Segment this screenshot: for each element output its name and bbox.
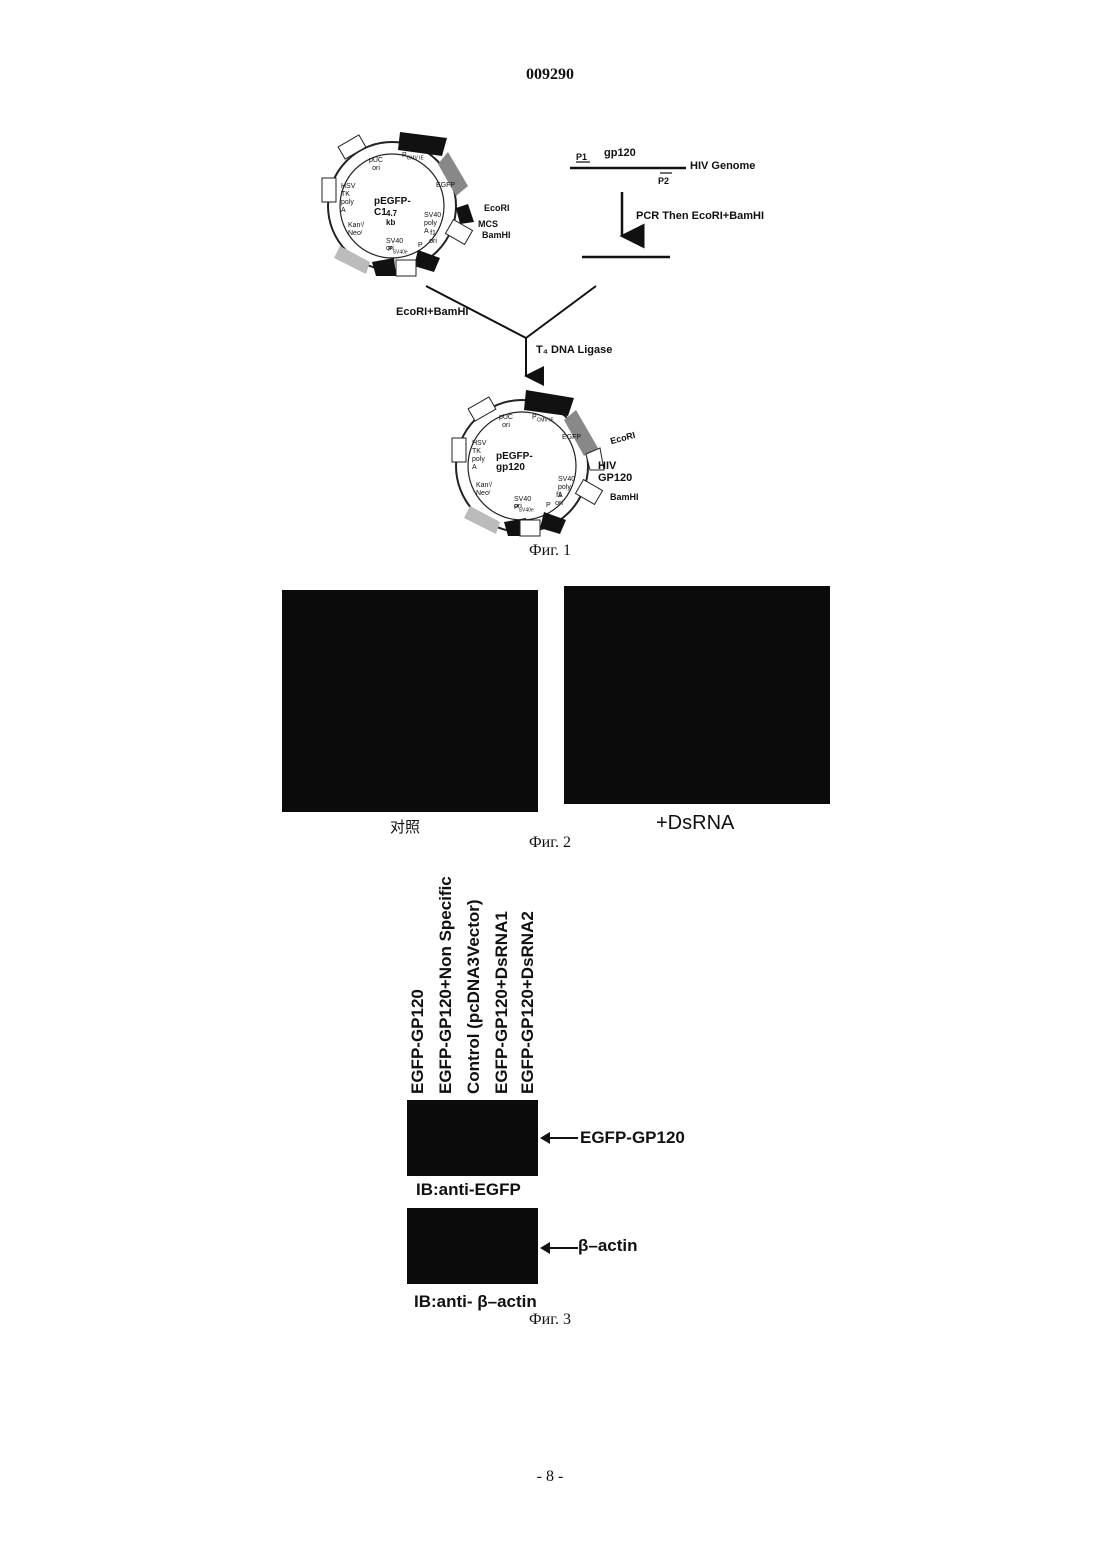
label-f1: f1 <box>430 230 436 237</box>
label2-bamhi: BamHI <box>610 492 639 502</box>
blot-egfp-gp120 <box>407 1100 538 1176</box>
primer-p2: P2 <box>658 176 669 186</box>
label-psv40-sub: SV40 <box>393 249 405 255</box>
label2-kan: Kanʳ/ <box>476 482 492 489</box>
plasmid-2-name: pEGFP-gp120 <box>496 451 533 473</box>
label2-pcmv-sub: CMV IE <box>537 417 554 423</box>
lane-label-4: EGFP-GP120+DsRNA1 <box>492 911 512 1094</box>
label-bamhi: BamHI <box>482 230 511 240</box>
label-f1-ori: ori <box>429 238 437 245</box>
blot-label-anti-beta-actin: IB:anti- β–actin <box>414 1292 537 1312</box>
label-hsv: HSV TK <box>341 183 355 198</box>
ligase-label: T₄ DNA Ligase <box>536 344 612 356</box>
label-psv40-e: e <box>405 249 408 255</box>
kan-segment <box>372 258 396 276</box>
label2-p: P <box>546 502 551 509</box>
egfp2-segment <box>564 410 598 456</box>
micrograph-dsrna <box>564 586 830 804</box>
lane-label-2: EGFP-GP120+Non Specific <box>436 876 456 1094</box>
pcmv2-segment <box>524 390 574 416</box>
arrow-left-icon <box>540 1240 580 1256</box>
page-number: - 8 - <box>0 1468 1100 1486</box>
label2-puc: pUC <box>499 414 513 421</box>
blot-beta-actin <box>407 1208 538 1284</box>
label-p: P <box>418 242 423 249</box>
label2-ori: ori <box>502 422 510 429</box>
label2-psv40-sub: SV40 <box>519 507 531 513</box>
egfp-segment <box>438 152 468 196</box>
label2-f1: f1 <box>556 492 562 499</box>
lane-label-1: EGFP-GP120 <box>408 989 428 1094</box>
primer-p1: P1 <box>576 152 587 162</box>
micrograph-control <box>282 590 538 812</box>
label-puc: pUC <box>369 157 383 164</box>
band-label-beta-actin: β–actin <box>578 1236 638 1256</box>
lane-label-3: Control (pcDNA3Vector) <box>464 899 484 1094</box>
mcs-segment <box>456 204 474 224</box>
figure-2-caption: Фиг. 2 <box>0 834 1100 852</box>
label2-f1-ori: ori <box>555 500 563 507</box>
plasmid-1-size: 4.7 kb <box>386 209 397 227</box>
arrow-left-icon <box>540 1130 580 1146</box>
label2-hsv-polya: poly A <box>472 456 485 471</box>
lane-label-5: EGFP-GP120+DsRNA2 <box>518 911 538 1094</box>
label2-hsv: HSV TK <box>472 440 486 455</box>
label-sv40: SV40 <box>424 212 441 219</box>
pcr-label: PCR Then EcoRI+BamHI <box>636 210 764 222</box>
label-egfp: EGFP <box>436 182 455 189</box>
label-pcmv-sub: CMV IE <box>407 155 424 161</box>
label-ecori: EcoRI <box>484 203 510 213</box>
figure-1-caption: Фиг. 1 <box>0 542 1100 560</box>
hiv-genome-label: HIV Genome <box>690 160 755 172</box>
label-ori: ori <box>372 165 380 172</box>
label2-neo: Neoʳ <box>476 490 491 497</box>
label2-sv40: SV40 <box>558 476 575 483</box>
gp120-label: gp120 <box>604 147 636 159</box>
digest-label: EcoRI+BamHI <box>396 306 468 318</box>
label2-psv40-e: e <box>531 507 534 513</box>
figure-3-caption: Фиг. 3 <box>0 1311 1100 1329</box>
label-kan: Kanʳ/ <box>348 222 364 229</box>
label-neo: Neoʳ <box>348 230 363 237</box>
label-hsv-polya: poly A <box>341 199 354 214</box>
dsrna-label: +DsRNA <box>656 812 734 835</box>
band-label-egfp-gp120: EGFP-GP120 <box>580 1128 685 1148</box>
label2-hiv-gp120: HIV GP120 <box>598 460 632 484</box>
label2-egfp: EGFP <box>562 434 581 441</box>
blot-label-anti-egfp: IB:anti-EGFP <box>416 1180 521 1200</box>
label-mcs: MCS <box>478 219 498 229</box>
figure-1-cloning-scheme <box>0 0 1100 570</box>
